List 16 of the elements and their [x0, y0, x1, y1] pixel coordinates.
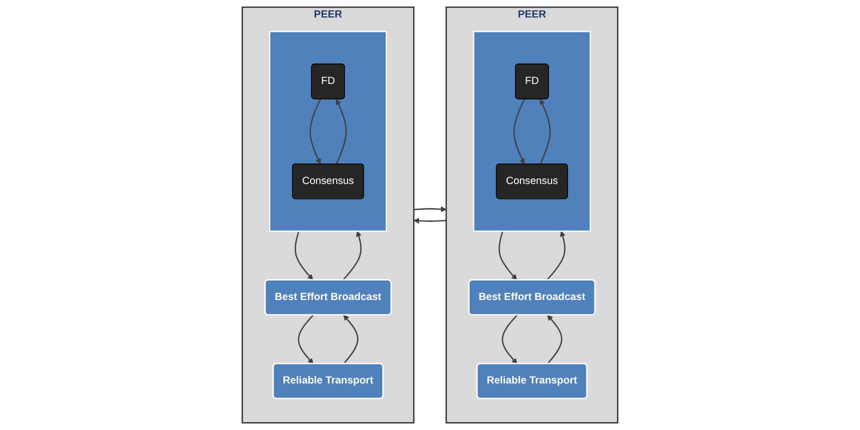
arrow [498, 231, 517, 280]
arrow [343, 314, 358, 364]
arrow [310, 98, 321, 164]
arrow [294, 231, 314, 280]
arrow [502, 314, 518, 364]
arrow [298, 314, 314, 364]
arrow [342, 230, 362, 280]
cluster [472, 30, 591, 232]
arrow [546, 230, 566, 280]
cluster [269, 30, 388, 232]
arrow [414, 206, 446, 212]
arrow [336, 99, 347, 164]
arrow [414, 218, 446, 224]
arrow [547, 314, 562, 364]
arrow [540, 99, 551, 164]
arrow [513, 98, 525, 164]
